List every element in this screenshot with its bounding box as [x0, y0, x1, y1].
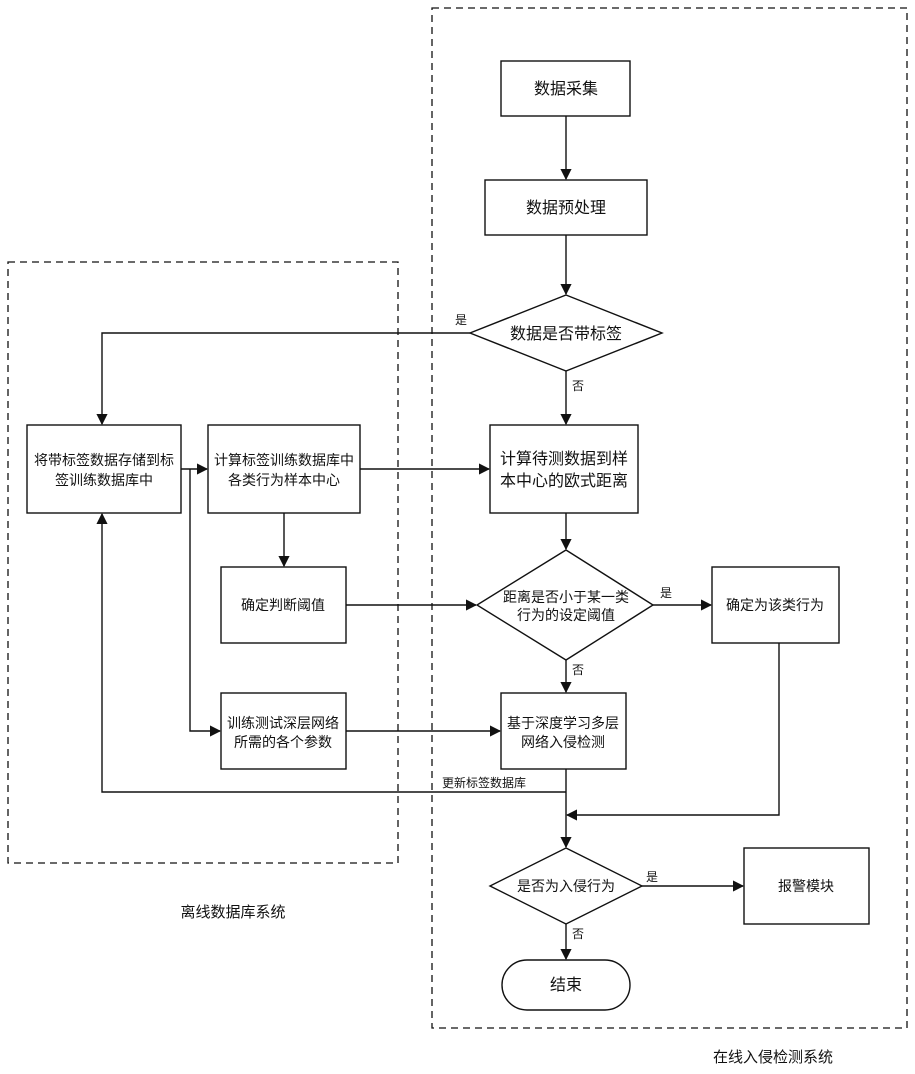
- edge-label-no-less: 否: [572, 663, 584, 677]
- distance-box: [490, 425, 638, 513]
- offline-region-title: 离线数据库系统: [180, 903, 285, 921]
- params-text-line2: 所需的各个参数: [234, 734, 332, 751]
- distance-text-line2: 本中心的欧式距离: [500, 471, 628, 490]
- preprocess-text: 数据预处理: [526, 198, 606, 217]
- store-text-line2: 签训练数据库中: [55, 472, 153, 489]
- store-text-line1: 将带标签数据存储到标: [34, 452, 174, 469]
- less-text-line2: 行为的设定阈值: [517, 608, 615, 624]
- edge-label-yes-has-label: 是: [455, 313, 467, 327]
- center-text-line2: 各类行为样本中心: [228, 473, 340, 489]
- arrow-has-label-yes-to-store: [102, 333, 470, 424]
- edge-label-update-db: 更新标签数据库: [442, 775, 526, 790]
- end-text: 结束: [550, 975, 582, 994]
- edge-label-no-has-label: 否: [572, 379, 584, 393]
- threshold-text: 确定判断阈值: [241, 598, 325, 614]
- edge-label-no-end: 否: [572, 927, 584, 941]
- params-text-line1: 训练测试深层网络: [227, 716, 339, 732]
- center-text-line1: 计算标签训练数据库中: [214, 452, 354, 469]
- distance-text-line1: 计算待测数据到样: [500, 449, 628, 468]
- confirm-text: 确定为该类行为: [726, 598, 824, 614]
- is-intrusion-text: 是否为入侵行为: [517, 878, 615, 895]
- less-text-line1: 距离是否小于某一类: [503, 589, 629, 606]
- dl-text-line1: 基于深度学习多层: [507, 715, 619, 732]
- has-label-text: 数据是否带标签: [510, 324, 622, 343]
- edge-label-yes-alarm: 是: [646, 870, 658, 884]
- collect-text: 数据采集: [534, 79, 598, 98]
- online-region-title: 在线入侵检测系统: [713, 1048, 833, 1066]
- dl-text-line2: 网络入侵检测: [521, 734, 605, 751]
- edge-label-yes-less: 是: [660, 586, 672, 600]
- store-box: [27, 425, 181, 513]
- offline-region-frame: [8, 262, 398, 863]
- alarm-text: 报警模块: [778, 879, 834, 895]
- center-box: [208, 425, 360, 513]
